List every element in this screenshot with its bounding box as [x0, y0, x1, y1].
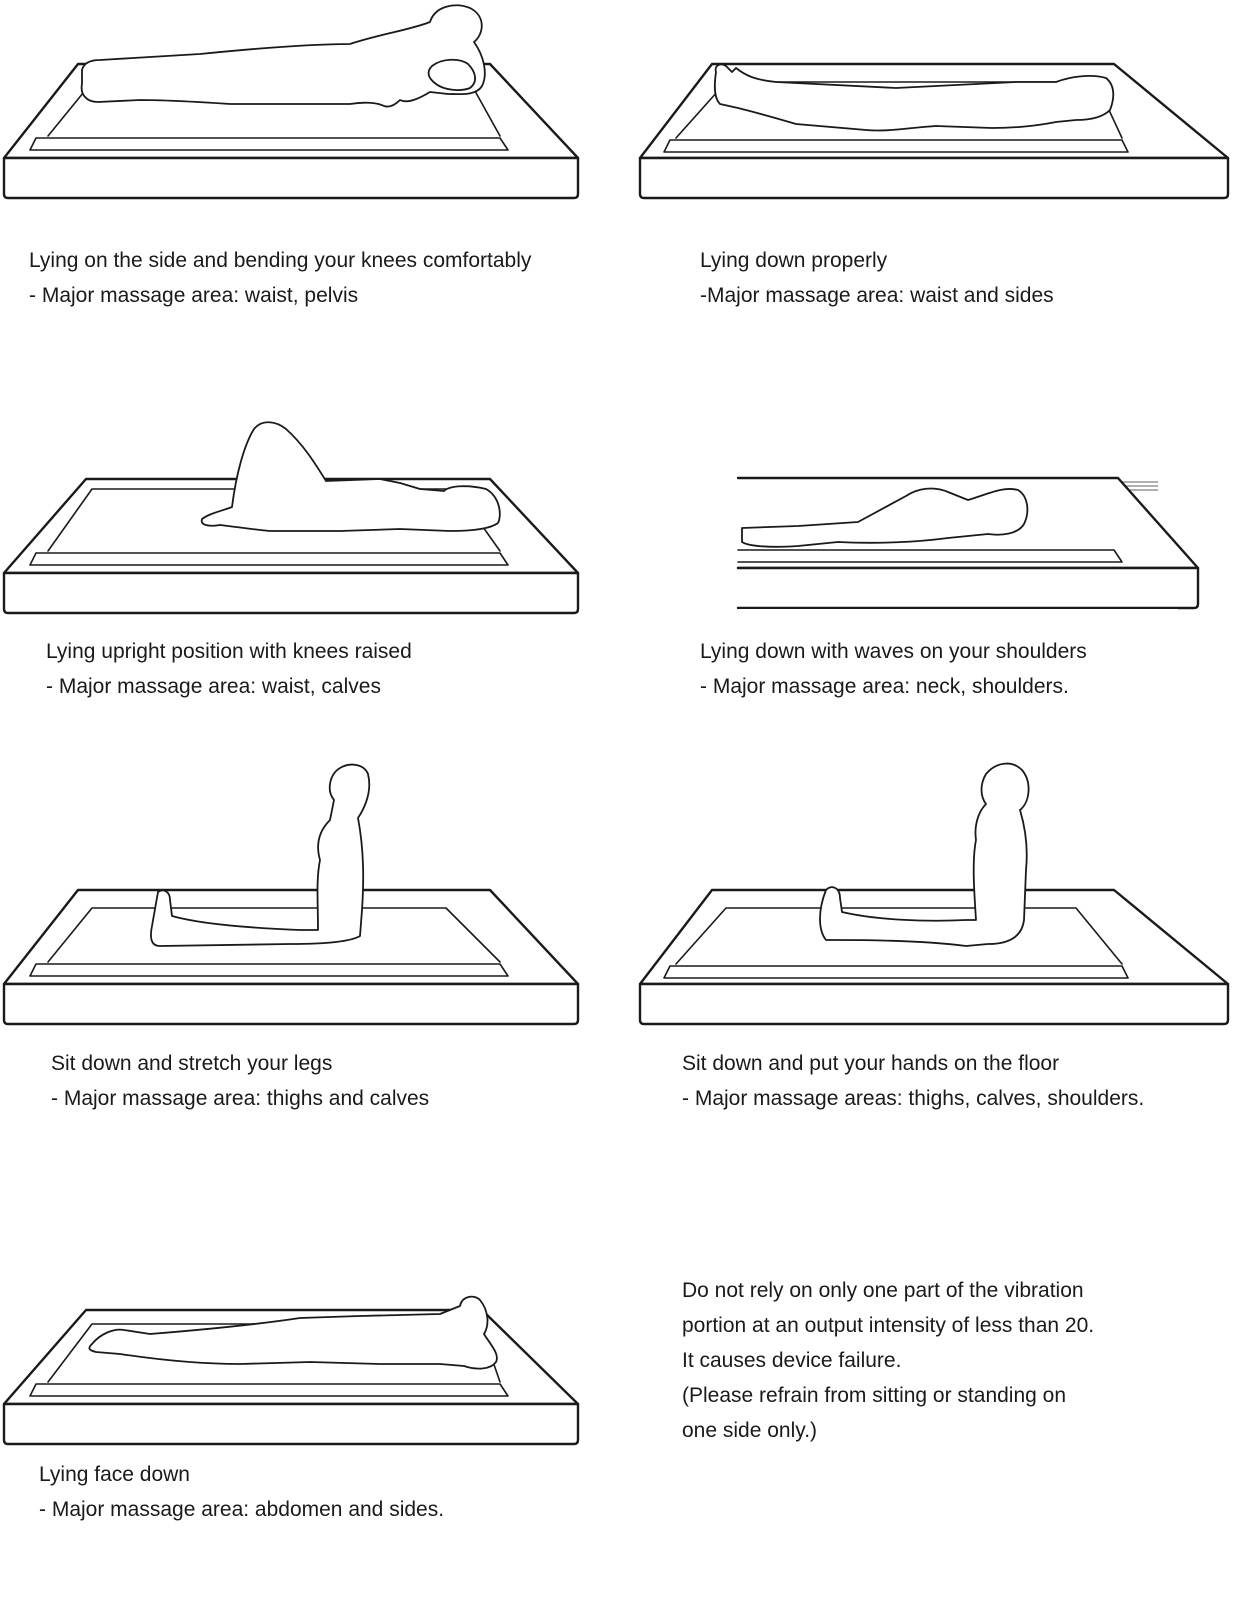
warning-line: portion at an output intensity of less t…	[682, 1308, 1094, 1343]
massage-area: - Major massage area: waist, calves	[46, 669, 412, 704]
pose-title: Lying upright position with knees raised	[46, 634, 412, 669]
pose-title: Lying down properly	[700, 243, 1054, 278]
massage-area: -Major massage area: waist and sides	[700, 278, 1054, 313]
person-lying-face-down-icon	[0, 1290, 580, 1475]
warning-line: It causes device failure.	[682, 1343, 1094, 1378]
caption: Lying down with waves on your shoulders …	[700, 634, 1087, 704]
massage-area: - Major massage area: abdomen and sides.	[39, 1492, 444, 1527]
person-sitting-legs-stretched-icon	[0, 760, 580, 1035]
pose-title: Sit down and put your hands on the floor	[682, 1046, 1144, 1081]
warning-line: Do not rely on only one part of the vibr…	[682, 1273, 1094, 1308]
caption: Sit down and stretch your legs - Major m…	[51, 1046, 429, 1116]
person-lying-on-side-icon	[0, 0, 580, 205]
massage-area: - Major massage area: neck, shoulders.	[700, 669, 1087, 704]
pose-title: Sit down and stretch your legs	[51, 1046, 429, 1081]
person-lying-on-back-icon	[636, 0, 1231, 205]
massage-area: - Major massage area: waist, pelvis	[29, 278, 531, 313]
pose-title: Lying on the side and bending your knees…	[29, 243, 531, 278]
pose-title: Lying face down	[39, 1457, 444, 1492]
massage-area: - Major massage area: thighs and calves	[51, 1081, 429, 1116]
massage-area: - Major massage areas: thighs, calves, s…	[682, 1081, 1144, 1116]
person-lying-knees-raised-icon	[0, 415, 580, 620]
caption: Lying on the side and bending your knees…	[29, 243, 531, 313]
warning-notice: Do not rely on only one part of the vibr…	[682, 1273, 1094, 1448]
person-lying-waves-icon	[738, 476, 1233, 626]
warning-line: (Please refrain from sitting or standing…	[682, 1378, 1094, 1413]
caption: Lying upright position with knees raised…	[46, 634, 412, 704]
pose-title: Lying down with waves on your shoulders	[700, 634, 1087, 669]
caption: Sit down and put your hands on the floor…	[682, 1046, 1144, 1116]
person-sitting-hands-on-floor-icon	[636, 760, 1231, 1035]
caption: Lying down properly -Major massage area:…	[700, 243, 1054, 313]
warning-line: one side only.)	[682, 1413, 1094, 1448]
caption: Lying face down - Major massage area: ab…	[39, 1457, 444, 1527]
